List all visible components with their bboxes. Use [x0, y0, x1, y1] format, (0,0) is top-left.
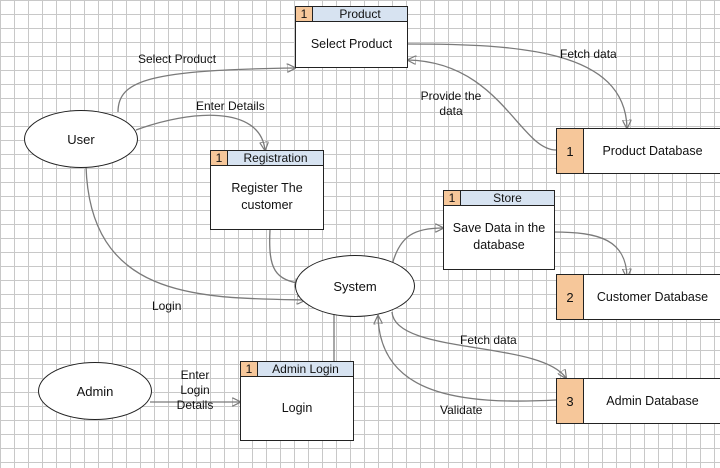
- admin-entity-label: Admin: [76, 383, 114, 399]
- store-name: Product Database: [602, 144, 703, 158]
- flow-label-fetch-data-top: Fetch data: [560, 47, 617, 61]
- flow-label-provide-data: Provide the data: [420, 89, 482, 118]
- admin-database-store: 3 Admin Database: [556, 378, 720, 424]
- flow-label-login: Login: [152, 299, 182, 313]
- process-id: 1: [296, 7, 313, 21]
- store-id: 1: [557, 129, 584, 173]
- process-body: Save Data in the database: [452, 221, 546, 252]
- process-body: Register The customer: [231, 181, 303, 212]
- store-id: 2: [557, 275, 584, 319]
- flow-label-enter-details: Enter Details: [196, 99, 265, 113]
- flow-admindb-to-system: [378, 316, 557, 402]
- process-name: Registration: [228, 151, 323, 165]
- process-id: 1: [241, 362, 258, 376]
- flow-user-to-registration: [135, 114, 265, 150]
- admin-entity: Admin: [38, 362, 152, 420]
- process-id: 1: [211, 151, 228, 165]
- product-process: 1 Product Select Product: [295, 6, 408, 68]
- store-process: 1 Store Save Data in the database: [443, 190, 555, 270]
- flow-label-select-product: Select Product: [138, 52, 217, 66]
- process-name: Store: [461, 191, 554, 205]
- user-entity: User: [24, 110, 138, 168]
- system-entity: System: [295, 255, 415, 317]
- process-body: Login: [281, 400, 313, 415]
- flow-user-to-system: [85, 165, 305, 300]
- user-entity-label: User: [67, 131, 95, 147]
- process-body: Select Product: [310, 36, 393, 51]
- store-id: 3: [557, 379, 584, 423]
- process-name: Admin Login: [258, 362, 353, 376]
- process-id: 1: [444, 191, 461, 205]
- flow-label-fetch-data-bottom: Fetch data: [460, 333, 517, 347]
- store-name: Admin Database: [606, 394, 699, 408]
- system-entity-label: System: [333, 278, 377, 294]
- flow-productdb-to-product: [408, 60, 557, 151]
- customer-database-store: 2 Customer Database: [556, 274, 720, 320]
- process-name: Product: [313, 7, 407, 21]
- flow-system-to-store: [391, 228, 443, 266]
- flow-product-to-productdb: [405, 43, 627, 128]
- flow-user-to-product: [117, 68, 295, 113]
- product-database-store: 1 Product Database: [556, 128, 720, 174]
- flow-system-to-admindb: [391, 311, 566, 378]
- flow-store-to-customerdb: [552, 231, 627, 277]
- flow-label-enter-login-details: Enter Login Details: [176, 368, 214, 412]
- store-name: Customer Database: [596, 290, 709, 304]
- admin-login-process: 1 Admin Login Login: [240, 361, 354, 441]
- flow-label-validate: Validate: [440, 403, 483, 417]
- registration-process: 1 Registration Register The customer: [210, 150, 324, 230]
